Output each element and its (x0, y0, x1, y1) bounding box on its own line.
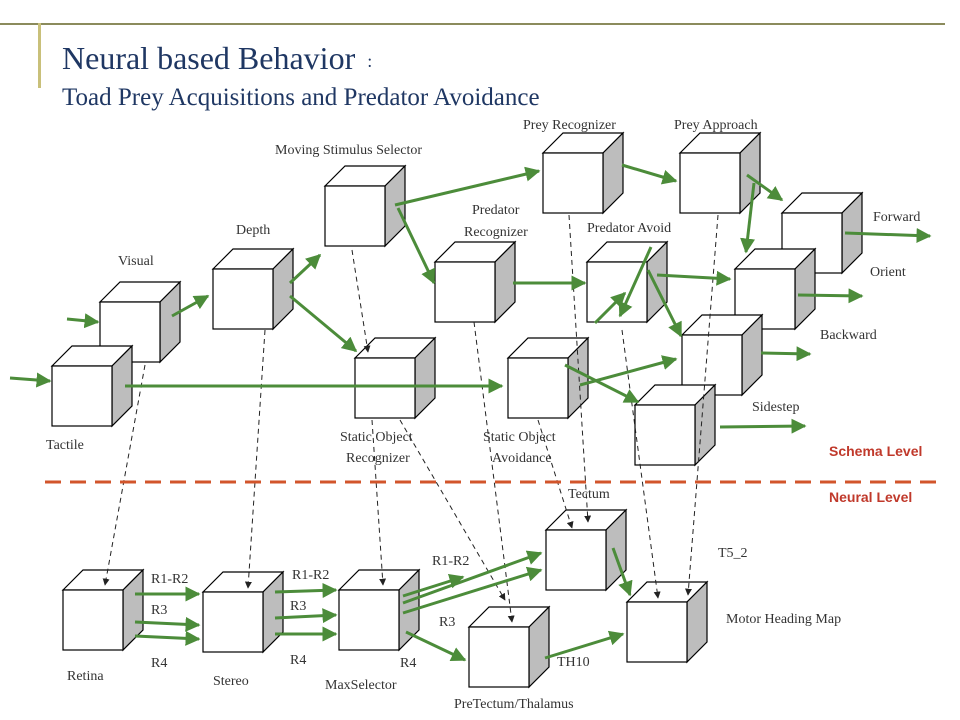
label-stereo: Stereo (213, 674, 249, 689)
cube-retina (61, 568, 145, 652)
connection-arrow (289, 294, 358, 353)
cube-motor-heading-map (625, 580, 709, 664)
dashed-projection (621, 329, 661, 599)
label-backward: Backward (820, 328, 877, 343)
connection-arrow (402, 566, 543, 615)
label-predator-recognizer-line2: Recognizer (464, 225, 528, 240)
connection-arrow (618, 246, 653, 318)
slide-subtitle: Toad Prey Acquisitions and Predator Avoi… (62, 84, 540, 111)
cube-stereo (201, 570, 285, 654)
connection-arrow (544, 630, 625, 660)
label-static-object-recognizer-line1: Static Object (340, 430, 413, 445)
dashed-projection (351, 249, 371, 353)
connection-arrow (405, 630, 467, 662)
label-retina: Retina (67, 669, 104, 684)
label-r1r2-maxselector: R1-R2 (432, 554, 469, 569)
label-sidestep: Sidestep (752, 400, 799, 415)
dashed-projection (537, 419, 574, 529)
label-r1r2-retina: R1-R2 (151, 572, 188, 587)
cube-predator-recognizer (433, 240, 517, 324)
label-prey-recognizer: Prey Recognizer (523, 118, 616, 133)
label-moving-stimulus-selector: Moving Stimulus Selector (275, 143, 422, 158)
connection-arrow (719, 418, 807, 434)
title-accent-bar (38, 23, 41, 88)
label-r4-retina: R4 (151, 656, 167, 671)
connection-arrow (656, 270, 732, 286)
label-static-object-avoidance-line2: Avoidance (492, 451, 552, 466)
connection-arrow (621, 163, 678, 185)
label-depth: Depth (236, 223, 270, 238)
connection-arrow (134, 630, 201, 646)
label-r3-retina: R3 (151, 603, 167, 618)
cube-static-object-recognizer (353, 336, 437, 420)
cube-sidestep (633, 383, 717, 467)
connection-arrow (396, 207, 436, 285)
connection-arrow (274, 582, 338, 598)
connection-arrow (564, 363, 640, 404)
connection-arrow (288, 253, 322, 285)
label-r1r2-stereo: R1-R2 (292, 568, 329, 583)
cube-static-object-avoidance (506, 336, 590, 420)
cube-tactile (50, 344, 134, 428)
label-prey-approach: Prey Approach (674, 118, 758, 133)
dashed-projection (244, 329, 266, 589)
connection-arrow (844, 228, 932, 244)
connection-arrow (402, 550, 543, 605)
label-orient: Orient (870, 265, 906, 280)
label-tactile: Tactile (46, 438, 84, 453)
label-pretectum-thalamus: PreTectum/Thalamus (454, 697, 574, 712)
label-tectum: Tectum (568, 487, 610, 502)
connection-arrow (611, 547, 633, 597)
connection-arrow (760, 346, 812, 362)
cube-depth (211, 247, 295, 331)
cube-moving-stimulus-selector (323, 164, 407, 248)
dashed-projection (102, 364, 146, 586)
label-r4-stereo: R4 (290, 653, 306, 668)
connection-arrow (593, 291, 627, 325)
cube-predator-avoid (585, 240, 669, 324)
dashed-projection (568, 214, 592, 523)
connection-arrow (740, 182, 756, 254)
label-r4-maxselector: R4 (400, 656, 416, 671)
connection-arrow (171, 294, 210, 318)
green-connections (9, 163, 932, 662)
connection-arrow (797, 288, 864, 304)
connection-arrow (394, 166, 541, 207)
slide-title: Neural based Behavior: (62, 40, 373, 76)
schema-level-label: Schema Level (829, 443, 922, 459)
neural-level-label: Neural Level (829, 489, 912, 505)
schema-boxes (50, 131, 864, 689)
connection-arrow (9, 372, 52, 388)
label-static-object-avoidance-line1: Static Object (483, 430, 556, 445)
label-r3-stereo: R3 (290, 599, 306, 614)
label-motor-heading-map: Motor Heading Map (726, 612, 841, 627)
dashed-projections (102, 214, 719, 623)
label-r3-maxselector: R3 (439, 615, 455, 630)
cube-pretectum-thalamus (467, 605, 551, 689)
label-t5-2: T5_2 (718, 546, 748, 561)
label-forward: Forward (873, 210, 920, 225)
label-predator-avoid: Predator Avoid (587, 221, 671, 236)
label-static-object-recognizer-line2: Recognizer (346, 451, 410, 466)
dashed-projection (473, 321, 515, 623)
dashed-projection (399, 419, 506, 601)
cube-maxselector (337, 568, 421, 652)
cube-prey-recognizer (541, 131, 625, 215)
title-rule (0, 23, 945, 25)
label-th10: TH10 (557, 655, 590, 670)
connection-arrow (134, 616, 201, 632)
connection-arrow (274, 608, 338, 624)
connection-arrow (646, 269, 683, 338)
connection-arrow (66, 313, 100, 329)
cube-backward (680, 313, 764, 397)
cube-prey-approach (678, 131, 762, 215)
dashed-projection (371, 419, 387, 586)
connection-arrow (402, 573, 465, 598)
label-maxselector: MaxSelector (325, 678, 397, 693)
label-predator-recognizer-line1: Predator (472, 203, 520, 218)
connection-arrow (746, 173, 784, 202)
label-visual: Visual (118, 254, 154, 269)
